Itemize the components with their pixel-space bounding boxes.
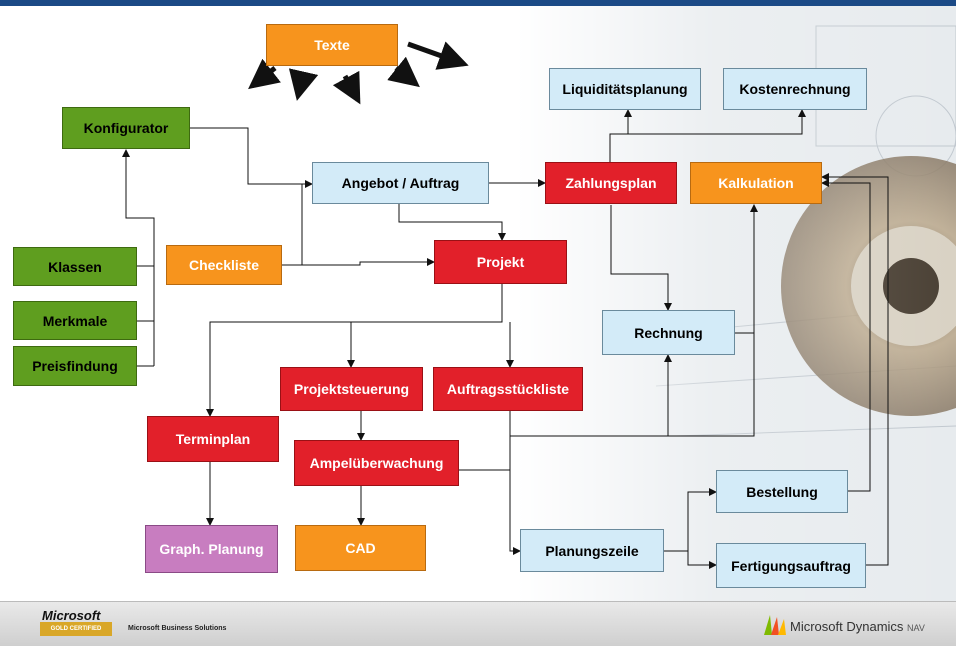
auftragsstueckliste-box: Auftragsstückliste bbox=[433, 367, 583, 411]
top-bar bbox=[0, 0, 956, 6]
checkliste-box: Checkliste bbox=[166, 245, 282, 285]
texte-arrows bbox=[248, 41, 469, 105]
fertigungsauftrag-box: Fertigungsauftrag bbox=[716, 543, 866, 588]
bestellung-box: Bestellung bbox=[716, 470, 848, 513]
ampelueberwachung-box: Ampelüberwachung bbox=[294, 440, 459, 486]
angebot-auftrag-box: Angebot / Auftrag bbox=[312, 162, 489, 204]
merkmale-box: Merkmale bbox=[13, 301, 137, 340]
liquiditaetsplanung-box: Liquiditätsplanung bbox=[549, 68, 701, 110]
dynamics-label: Microsoft Dynamics bbox=[790, 619, 904, 634]
projektsteuerung-box: Projektsteuerung bbox=[280, 367, 423, 411]
kostenrechnung-box: Kostenrechnung bbox=[723, 68, 867, 110]
rechnung-box: Rechnung bbox=[602, 310, 735, 355]
zahlungsplan-box: Zahlungsplan bbox=[545, 162, 677, 204]
business-solutions-label: Microsoft Business Solutions bbox=[128, 625, 227, 632]
klassen-box: Klassen bbox=[13, 247, 137, 286]
microsoft-logo: Microsoft bbox=[42, 608, 101, 623]
gold-certified-badge: GOLD CERTIFIED bbox=[40, 622, 112, 636]
texte-box: Texte bbox=[266, 24, 398, 66]
graph-planung-box: Graph. Planung bbox=[145, 525, 278, 573]
terminplan-box: Terminplan bbox=[147, 416, 279, 462]
projekt-box: Projekt bbox=[434, 240, 567, 284]
dynamics-nav-label: Microsoft Dynamics NAV bbox=[790, 619, 925, 634]
konfigurator-box: Konfigurator bbox=[62, 107, 190, 149]
cad-box: CAD bbox=[295, 525, 426, 571]
nav-label: NAV bbox=[907, 623, 925, 633]
preisfindung-box: Preisfindung bbox=[13, 346, 137, 386]
planungszeile-box: Planungszeile bbox=[520, 529, 664, 572]
dynamics-logo-icon bbox=[764, 615, 786, 635]
kalkulation-box: Kalkulation bbox=[690, 162, 822, 204]
footer-bar: Microsoft GOLD CERTIFIED Microsoft Busin… bbox=[0, 601, 956, 646]
